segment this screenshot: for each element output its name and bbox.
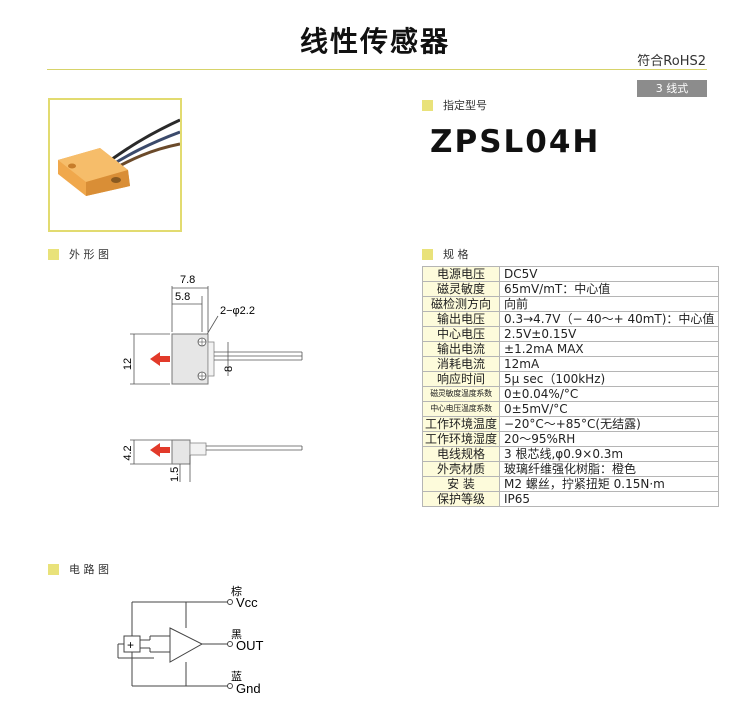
spec-key: 磁灵敏度温度系数 xyxy=(421,386,501,402)
spec-key: 磁检测方向 xyxy=(421,296,501,312)
dim-holes: 2−φ2.2 xyxy=(220,305,255,317)
gnd-label: Gnd xyxy=(236,681,261,696)
spec-key: 中心电压温度系数 xyxy=(421,401,501,417)
rohs-note: 符合RoHS2 xyxy=(637,54,706,69)
page-title: 线性传感器 xyxy=(299,25,450,58)
spec-section-label: 规 格 xyxy=(443,248,469,261)
spec-value: M2 螺丝，拧紧扭矩 0.15N·m xyxy=(499,476,720,492)
section-marker-icon xyxy=(48,564,59,575)
spec-value: DC5V xyxy=(499,266,720,282)
model-section-header: 指定型号 xyxy=(422,100,487,112)
amplifier-icon xyxy=(169,627,204,663)
section-marker-icon xyxy=(48,249,59,260)
outline-drawing: 7.8 5.8 2−φ2.2 12 8 4.2 1.5 xyxy=(122,274,303,482)
gnd-wire-color: 蓝 xyxy=(231,670,242,683)
spec-key: 保护等级 xyxy=(421,491,501,507)
section-marker-icon xyxy=(422,249,433,260)
product-photo xyxy=(48,98,182,232)
spec-key: 电源电压 xyxy=(421,266,501,282)
spec-value: 3 根芯线,φ0.9×0.3m xyxy=(499,446,720,462)
model-number: ZPSL04H xyxy=(430,124,601,160)
spec-key: 外壳材质 xyxy=(421,461,501,477)
table-row: 输出电流±1.2mA MAX xyxy=(421,341,720,357)
spec-section-header: 规 格 xyxy=(422,249,469,261)
dim-height: 12 xyxy=(122,358,134,370)
spec-key: 工作环境湿度 xyxy=(421,431,501,447)
dim-thickness: 4.2 xyxy=(122,445,134,460)
section-marker-icon xyxy=(422,100,433,111)
vcc-wire-color: 棕 xyxy=(231,584,242,598)
spec-key: 磁灵敏度 xyxy=(421,281,501,297)
spec-value: 向前 xyxy=(499,296,720,312)
spec-value: 65mV/mT：中心值 xyxy=(499,281,720,297)
spec-key: 电线规格 xyxy=(421,446,501,462)
outline-section-label: 外 形 图 xyxy=(69,248,109,261)
magnetic-direction-arrow-icon xyxy=(150,352,170,366)
spec-key: 安 装 xyxy=(421,476,501,492)
table-row: 磁检测方向向前 xyxy=(421,296,720,312)
spec-key: 输出电流 xyxy=(421,341,501,357)
wire-type-badge: 3 线式 xyxy=(637,80,707,97)
spec-value: 12mA xyxy=(499,356,720,372)
vcc-label: Vcc xyxy=(236,595,258,610)
spec-value: 20〜95%RH xyxy=(499,431,720,447)
circuit-section-label: 电 路 图 xyxy=(69,563,109,576)
dim-side-height: 8 xyxy=(223,366,235,372)
circuit-section-header: 电 路 图 xyxy=(48,564,109,576)
dim-width-total: 7.8 xyxy=(180,274,195,286)
dim-width-inner: 5.8 xyxy=(175,291,190,303)
spec-key: 消耗电流 xyxy=(421,356,501,372)
table-row: 外壳材质玻璃纤维强化树脂：橙色 xyxy=(421,461,720,477)
spec-key: 输出电压 xyxy=(421,311,501,327)
spec-key: 响应时间 xyxy=(421,371,501,387)
spec-value: 0±5mV/°C xyxy=(499,401,720,417)
spec-value: 2.5V±0.15V xyxy=(499,326,720,342)
spec-value: 玻璃纤维强化树脂：橙色 xyxy=(499,461,720,477)
spec-key: 工作环境温度 xyxy=(421,416,501,432)
dim-base: 1.5 xyxy=(169,467,181,482)
spec-value: IP65 xyxy=(499,491,720,507)
title-divider xyxy=(47,69,707,70)
out-wire-color: 黑 xyxy=(231,628,242,641)
spec-value: 0±0.04%/°C xyxy=(499,386,720,402)
magnetic-direction-arrow-icon xyxy=(150,443,170,457)
circuit-diagram: + 棕 Vcc 黑 OUT 蓝 Gnd xyxy=(117,584,264,696)
spec-key: 中心电压 xyxy=(421,326,501,342)
outline-section-header: 外 形 图 xyxy=(48,249,109,261)
sensor-photo-illustration xyxy=(58,118,181,196)
hall-plus-icon: + xyxy=(127,638,134,652)
spec-value: −20°C〜+85°C(无结露) xyxy=(499,416,720,432)
spec-value: ±1.2mA MAX xyxy=(499,341,720,357)
spec-value: 0.3→4.7V（− 40〜+ 40mT)：中心值 xyxy=(499,311,720,327)
spec-value: 5μ sec（100kHz) xyxy=(499,371,720,387)
model-section-label: 指定型号 xyxy=(443,99,487,112)
table-row: 工作环境温度−20°C〜+85°C(无结露) xyxy=(421,416,720,432)
out-label: OUT xyxy=(236,638,264,653)
